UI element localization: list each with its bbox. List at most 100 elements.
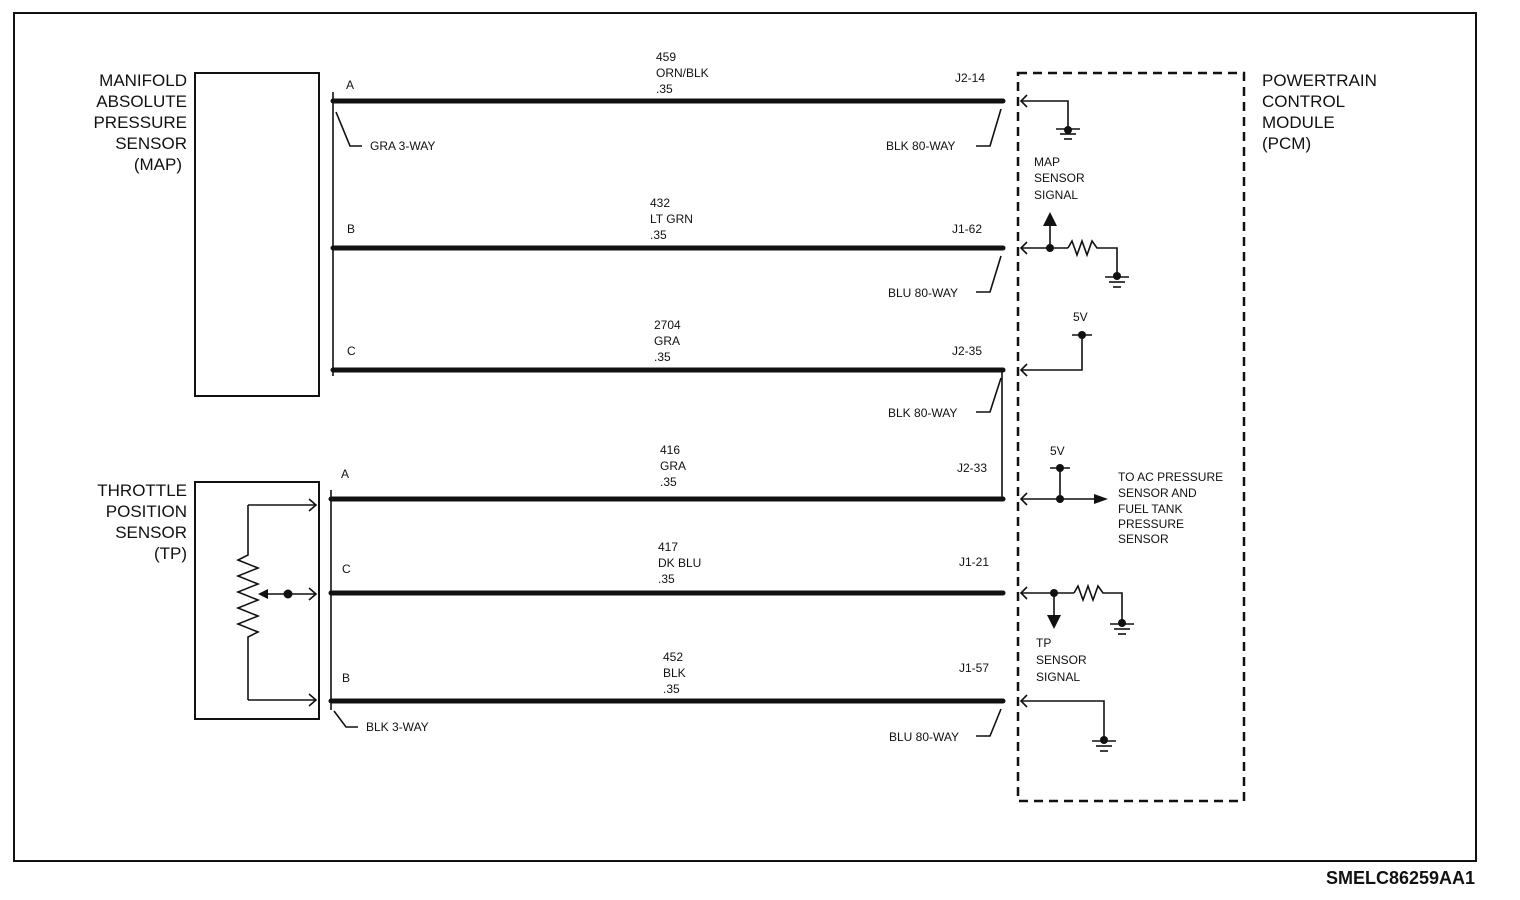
ground-icon (1056, 126, 1080, 140)
ac-note: SENSOR (1118, 532, 1169, 546)
wire-gauge: .35 (660, 475, 677, 489)
pcm-pin: J1-62 (952, 222, 982, 236)
leader-line (335, 111, 362, 147)
pin-label: C (342, 562, 351, 576)
supply-label: 5V (1050, 444, 1065, 458)
arrow-icon (308, 587, 318, 601)
pcm-label-line: MODULE (1262, 113, 1335, 132)
pcm-trace (1021, 100, 1069, 128)
tp-label-line: (TP) (154, 544, 187, 563)
wiper-junction-icon (283, 589, 293, 599)
tp-label-line: SENSOR (115, 523, 187, 542)
wire-color: GRA (654, 334, 680, 348)
map-signal-label: SIGNAL (1034, 188, 1078, 202)
arrow-down-icon (1047, 615, 1061, 629)
ac-note: FUEL TANK (1118, 502, 1182, 516)
pcm-pin: J2-33 (957, 461, 987, 475)
wire-color: LT GRN (650, 212, 693, 226)
pcm-label-line: (PCM) (1262, 134, 1311, 153)
wire-gauge: .35 (650, 228, 667, 242)
wire-color: BLK (663, 666, 686, 680)
map-signal-label: MAP (1034, 155, 1060, 169)
ac-note: SENSOR AND (1118, 486, 1197, 500)
pcm-box (1016, 71, 1246, 803)
pcm-label-line: CONTROL (1262, 92, 1345, 111)
wire-gauge: .35 (656, 82, 673, 96)
tp-sensor-box (194, 481, 320, 720)
map-label-line: (MAP) (134, 155, 182, 174)
pcm-connector-label: BLK 80-WAY (888, 406, 957, 420)
leader-line (976, 255, 1002, 293)
pcm-pin: J2-35 (952, 344, 982, 358)
circuit-number: 459 (656, 50, 676, 64)
figure-id: SMELC86259AA1 (1326, 868, 1475, 888)
leader-line (976, 108, 1002, 147)
wire-416: A 416 GRA .35 J2-33 (328, 443, 1006, 502)
wire-color: ORN/BLK (656, 66, 709, 80)
circuit-number: 2704 (654, 318, 681, 332)
arrow-icon (308, 693, 318, 707)
ac-note: PRESSURE (1118, 517, 1184, 531)
pin-label: A (346, 78, 354, 92)
pin-label: A (341, 467, 349, 481)
pcm-trace (1021, 335, 1083, 371)
tp-potentiometer-icon (235, 505, 261, 700)
wire-gauge: .35 (654, 350, 671, 364)
arrow-icon (308, 498, 318, 512)
tp-connector-label: BLK 3-WAY (366, 720, 429, 734)
leader-line (333, 710, 358, 728)
circuit-number: 452 (663, 650, 683, 664)
arrow-up-icon (1043, 212, 1057, 226)
ground-icon (1105, 272, 1129, 288)
pin-label: C (347, 344, 356, 358)
wire-gauge: .35 (658, 572, 675, 586)
wire-color: GRA (660, 459, 686, 473)
resistor-icon (1067, 238, 1118, 275)
circuit-number: 432 (650, 196, 670, 210)
map-label-line: MANIFOLD (99, 71, 187, 90)
tp-label-line: THROTTLE (97, 481, 187, 500)
map-label-line: ABSOLUTE (96, 92, 187, 111)
map-connector-label: GRA 3-WAY (370, 139, 435, 153)
diagram-frame (13, 12, 1477, 862)
tp-label-line: POSITION (106, 502, 187, 521)
map-sensor: MANIFOLD ABSOLUTE PRESSURE SENSOR (MAP) (93, 71, 320, 397)
circuit-number: 416 (660, 443, 680, 457)
ground-icon (1110, 619, 1134, 635)
wire-417: C 417 DK BLU .35 J1-21 (328, 540, 1006, 596)
pcm: POWERTRAIN CONTROL MODULE (PCM) (1016, 71, 1377, 803)
map-label-line: PRESSURE (93, 113, 187, 132)
pin-label: B (342, 671, 350, 685)
pcm-label-line: POWERTRAIN (1262, 71, 1377, 90)
leader-line (976, 708, 1002, 737)
map-sensor-box (194, 72, 320, 397)
wire-gauge: .35 (663, 682, 680, 696)
wiper-arrow-icon (258, 589, 268, 599)
leader-line (976, 377, 1002, 413)
pcm-pin: J1-57 (959, 661, 989, 675)
pcm-connector-label: BLU 80-WAY (888, 286, 958, 300)
ac-note: TO AC PRESSURE (1118, 470, 1223, 484)
wire-432: B 432 LT GRN .35 J1-62 (330, 196, 1006, 251)
wire-color: DK BLU (658, 556, 701, 570)
pcm-pin: J1-21 (959, 555, 989, 569)
pin-label: B (347, 222, 355, 236)
tp-signal-label: SENSOR (1036, 653, 1087, 667)
pcm-connector-label: BLK 80-WAY (886, 139, 955, 153)
wire-459: A 459 ORN/BLK .35 J2-14 (330, 50, 1006, 104)
resistor-icon (1073, 583, 1123, 622)
circuit-number: 417 (658, 540, 678, 554)
arrow-right-icon (1094, 494, 1108, 504)
wire-452: B 452 BLK .35 J1-57 (328, 650, 1006, 704)
ground-icon (1092, 736, 1116, 752)
map-signal-label: SENSOR (1034, 171, 1085, 185)
tp-sensor: THROTTLE POSITION SENSOR (TP) (97, 481, 320, 720)
pcm-pin: J2-14 (955, 71, 985, 85)
supply-label: 5V (1073, 310, 1088, 324)
pcm-connector-label: BLU 80-WAY (889, 730, 959, 744)
pcm-trace (1021, 700, 1105, 738)
map-label-line: SENSOR (115, 134, 187, 153)
tp-signal-label: TP (1036, 636, 1051, 650)
wire-2704: C 2704 GRA .35 J2-35 (330, 318, 1006, 373)
